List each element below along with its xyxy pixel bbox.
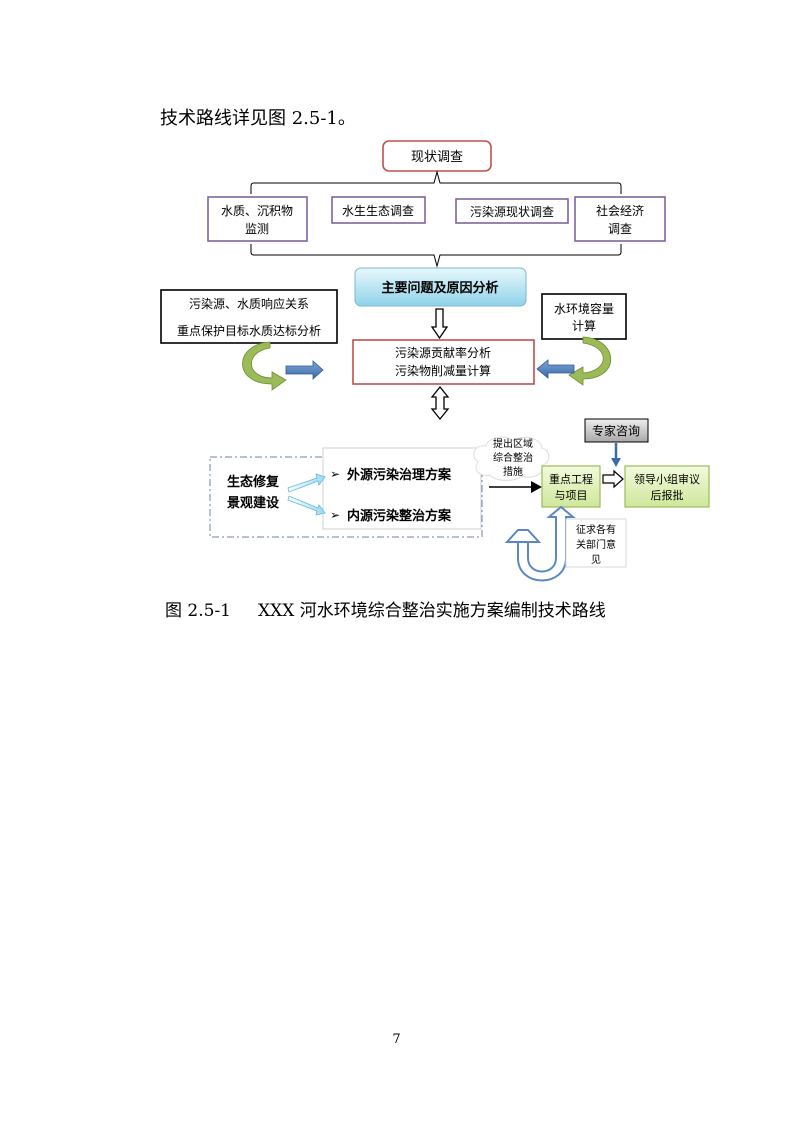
internal-pollution-plan: 内源污染整治方案	[347, 508, 452, 524]
socio-economic-box	[574, 196, 666, 242]
key-project-label-2: 与项目	[555, 489, 588, 502]
review-box	[624, 465, 710, 508]
eco-restoration-label: 生态修复	[227, 474, 280, 490]
water-quality-box	[207, 196, 308, 242]
technical-route-diagram: 现状调查 水质、沉积物 监测 水生生态调查 污染源现状调查 社会经济 调查 主要…	[160, 140, 710, 582]
page-number: 7	[392, 1032, 401, 1047]
expert-label: 专家咨询	[592, 423, 640, 438]
measures-label-2: 综合整治	[493, 451, 533, 464]
measures-label: 提出区域	[493, 437, 533, 450]
response-analysis-box	[160, 289, 338, 344]
green-curved-arrow-left	[242, 341, 287, 391]
arrow-to-project-head	[531, 481, 542, 493]
contribution-box	[352, 339, 535, 385]
water-quality-label: 水质、沉积物	[221, 204, 293, 218]
capacity-label-2: 计算	[572, 318, 596, 333]
socio-economic-label-2: 调查	[608, 222, 632, 236]
plans-box	[322, 447, 482, 530]
measures-label-3: 措施	[503, 465, 523, 478]
upper-brace	[250, 170, 622, 194]
hollow-right-arrow	[602, 469, 624, 489]
plan-bullet-1: ➢	[330, 467, 340, 481]
review-label: 领导小组审议	[634, 472, 700, 486]
capacity-label: 水环境容量	[554, 301, 614, 316]
contribution-label: 污染源贡献率分析	[395, 345, 491, 360]
intro-text: 技术路线详见图 2.5-1。	[160, 108, 356, 129]
opinion-box	[565, 518, 627, 568]
water-quality-label-2: 监测	[245, 222, 269, 236]
eco-restoration-label-2: 景观建设	[227, 495, 280, 511]
figure-caption: 图 2.5-1 XXX 河水环境综合整治实施方案编制技术路线	[165, 601, 606, 621]
main-problem-label: 主要问题及原因分析	[381, 280, 498, 296]
green-curved-arrow-right	[568, 336, 611, 386]
pollution-source-box	[455, 198, 569, 224]
opinion-label-2: 关部门意	[576, 538, 616, 551]
review-label-2: 后报批	[651, 488, 684, 502]
u-turn-arrow	[517, 505, 576, 582]
survey-label: 现状调查	[411, 150, 463, 165]
cyan-arrow-upper	[287, 473, 326, 493]
blue-arrow-left	[536, 359, 575, 379]
pollution-source-label: 污染源现状调查	[470, 204, 554, 219]
external-pollution-plan: 外源污染治理方案	[346, 467, 452, 483]
measures-cloud	[473, 436, 550, 481]
contribution-label-2: 污染物削减量计算	[395, 363, 491, 378]
key-project-label: 重点工程	[549, 472, 593, 486]
plan-bullet-2: ➢	[330, 508, 340, 522]
main-problem-box	[354, 267, 527, 307]
expert-box	[584, 418, 649, 443]
aquatic-ecology-box	[331, 196, 426, 224]
response-analysis-label: 污染源、水质响应关系	[189, 296, 309, 311]
socio-economic-label: 社会经济	[596, 203, 644, 218]
key-project-box	[541, 465, 601, 508]
lower-brace	[250, 244, 622, 268]
cyan-arrow-lower	[287, 495, 326, 516]
opinion-label-3: 见	[591, 554, 601, 566]
u-turn-left-end	[504, 529, 542, 543]
expert-arrow-head	[611, 458, 621, 467]
blue-arrow-right	[285, 360, 324, 380]
aquatic-ecology-label: 水生生态调查	[342, 204, 414, 218]
hollow-down-arrow	[430, 308, 449, 340]
opinion-label: 征求各有	[576, 523, 616, 536]
response-analysis-label-2: 重点保护目标水质达标分析	[177, 324, 321, 338]
hollow-double-arrow	[430, 385, 450, 421]
